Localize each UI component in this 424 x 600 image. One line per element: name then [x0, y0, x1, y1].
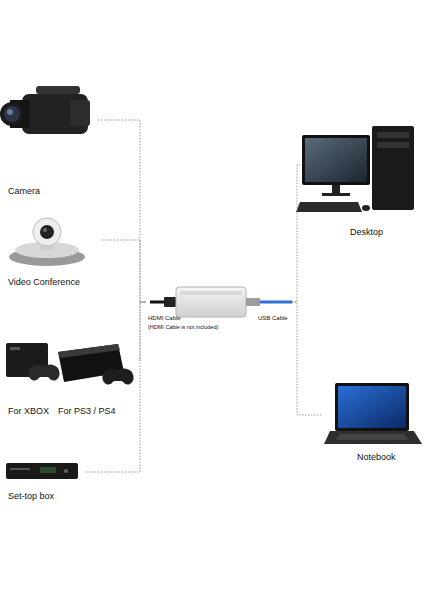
- device-box: Camera: [4, 82, 98, 198]
- device-caption: Video Conference: [8, 277, 80, 287]
- dotted-connector: [292, 165, 300, 302]
- device-caption: Camera: [8, 186, 40, 196]
- desktop-computer-picture: [296, 126, 414, 212]
- dotted-connector: [138, 302, 146, 360]
- cable-label: HDMI Cable: [148, 315, 181, 322]
- computer-box: Desktop: [300, 125, 420, 242]
- device-caption: Set-top box: [8, 491, 54, 501]
- camcorder-picture: [0, 86, 90, 134]
- game-console-picture: [6, 343, 134, 385]
- capture-card-box: HDMI Cable (HDMI Cable is not included) US…: [146, 282, 292, 338]
- device-caption: Desktop: [350, 227, 383, 237]
- dotted-connector: [86, 302, 146, 472]
- notebook-picture: [324, 383, 422, 444]
- device-caption: For PS3 / PS4: [58, 406, 116, 416]
- dotted-connector: [98, 120, 146, 302]
- computer-box: Notebook: [322, 378, 420, 464]
- cable-label: USB Cable: [258, 315, 288, 322]
- dotted-connector: [102, 240, 146, 302]
- capture-card-picture: [150, 287, 292, 317]
- cable-label: (HDMI Cable is not included): [148, 324, 218, 330]
- device-caption: For XBOX: [8, 406, 49, 416]
- device-box: For XBOX For PS3 / PS4: [4, 335, 138, 419]
- conference-camera-picture: [9, 218, 85, 266]
- set-top-box-picture: [6, 463, 78, 479]
- dotted-connector: [292, 302, 322, 415]
- device-caption: Notebook: [357, 452, 396, 462]
- device-box: Set-top box: [4, 455, 86, 505]
- device-box: Video Conference: [4, 215, 102, 293]
